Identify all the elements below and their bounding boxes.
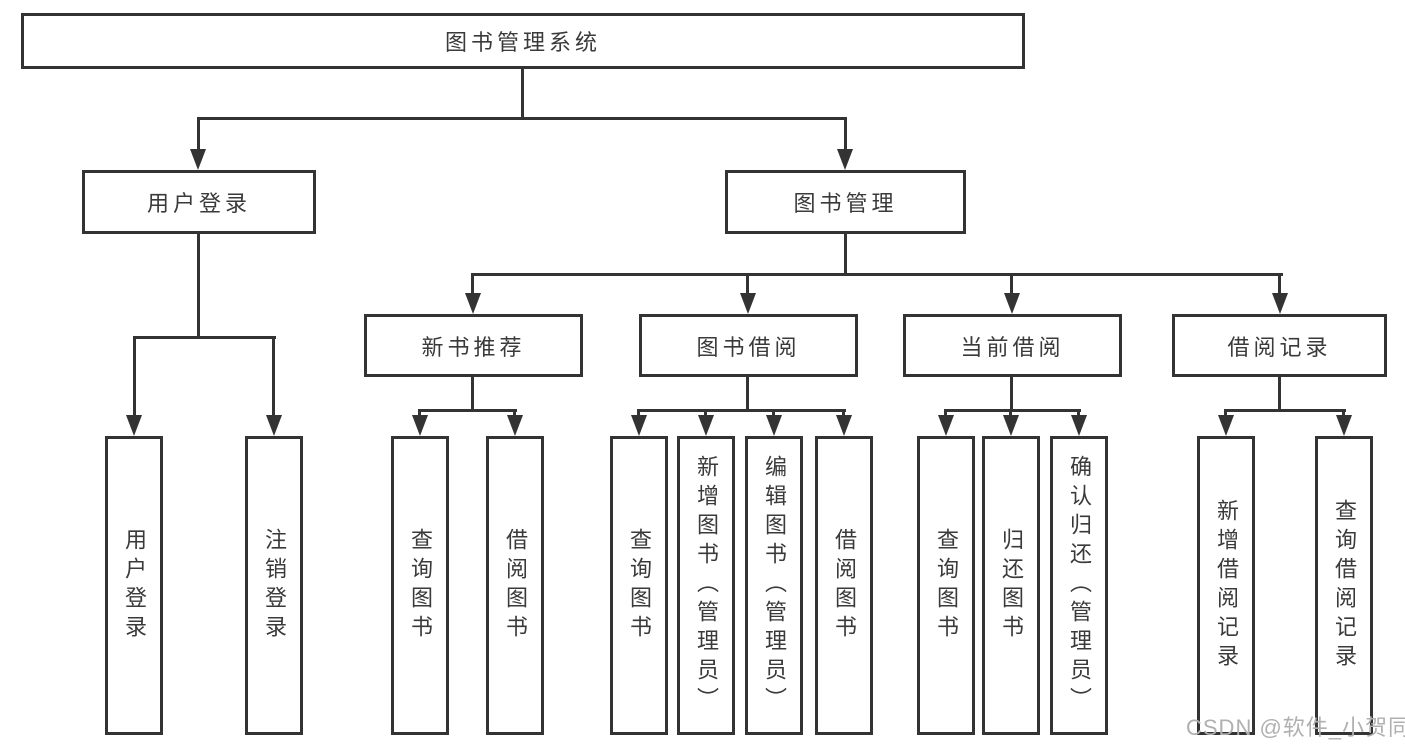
arrowhead-down-icon (836, 415, 852, 436)
leaf-label: 编辑图书（管理员） (762, 455, 787, 716)
connector-line (471, 377, 474, 412)
arrowhead-down-icon (126, 415, 142, 436)
node-book-borrowing: 图书借阅 (639, 314, 858, 377)
leaf-label: 归还图书 (999, 527, 1024, 644)
connector-line (133, 336, 136, 418)
connector-line (944, 409, 1081, 412)
node-leaf-query-book-1: 查询图书 (391, 436, 449, 735)
connector-line (1278, 273, 1281, 295)
leaf-label: 确认归还（管理员） (1067, 455, 1092, 716)
arrowhead-down-icon (507, 415, 523, 436)
connector-line (746, 377, 749, 412)
connector-line (521, 66, 524, 118)
leaf-label: 新增图书（管理员） (694, 455, 719, 716)
arrowhead-down-icon (266, 415, 282, 436)
arrowhead-down-icon (1336, 415, 1352, 436)
leaf-label: 用户登录 (122, 527, 147, 644)
arrowhead-down-icon (1004, 293, 1020, 314)
connector-line (197, 117, 200, 152)
arrowhead-down-icon (412, 415, 428, 436)
arrowhead-down-icon (938, 415, 954, 436)
node-leaf-return-book: 归还图书 (982, 436, 1040, 735)
node-leaf-query-borrow-record: 查询借阅记录 (1315, 436, 1373, 735)
connector-line (844, 234, 847, 276)
leaf-label: 借阅图书 (503, 527, 528, 644)
connector-line (1010, 273, 1013, 295)
node-leaf-confirm-return-admin: 确认归还（管理员） (1050, 436, 1108, 735)
node-leaf-add-borrow-record: 新增借阅记录 (1197, 436, 1255, 735)
connector-line (1224, 409, 1346, 412)
leaf-label: 借阅图书 (832, 527, 857, 644)
arrowhead-down-icon (190, 149, 206, 170)
node-current-borrowing: 当前借阅 (903, 314, 1122, 377)
leaf-label: 查询图书 (627, 527, 652, 644)
arrowhead-down-icon (1218, 415, 1234, 436)
connector-line (197, 234, 200, 339)
arrowhead-down-icon (465, 293, 481, 314)
connector-line (1278, 377, 1281, 412)
leaf-label: 注销登录 (262, 527, 287, 644)
node-root: 图书管理系统 (21, 13, 1025, 69)
connector-line (471, 273, 1283, 276)
connector-line (746, 273, 749, 295)
leaf-label: 查询图书 (408, 527, 433, 644)
node-leaf-user-login: 用户登录 (105, 436, 163, 735)
node-leaf-logout: 注销登录 (245, 436, 303, 735)
arrowhead-down-icon (1003, 415, 1019, 436)
node-leaf-borrow-book-2: 借阅图书 (815, 436, 873, 735)
node-leaf-add-book-admin: 新增图书（管理员） (677, 436, 735, 735)
node-leaf-query-book-3: 查询图书 (917, 436, 975, 735)
connector-line (133, 336, 276, 339)
arrowhead-down-icon (766, 415, 782, 436)
node-book-management: 图书管理 (725, 170, 966, 234)
node-borrowing-records: 借阅记录 (1172, 314, 1387, 377)
node-new-book-recommend: 新书推荐 (364, 314, 583, 377)
arrowhead-down-icon (698, 415, 714, 436)
connector-line (419, 409, 517, 412)
arrowhead-down-icon (631, 415, 647, 436)
node-leaf-borrow-book-1: 借阅图书 (486, 436, 544, 735)
leaf-label: 新增借阅记录 (1214, 498, 1239, 673)
connector-line (844, 117, 847, 152)
node-user-login: 用户登录 (82, 170, 316, 234)
arrowhead-down-icon (740, 293, 756, 314)
node-leaf-edit-book-admin: 编辑图书（管理员） (745, 436, 803, 735)
arrowhead-down-icon (1071, 415, 1087, 436)
node-leaf-query-book-2: 查询图书 (610, 436, 668, 735)
arrowhead-down-icon (1272, 293, 1288, 314)
arrowhead-down-icon (837, 149, 853, 170)
leaf-label: 查询图书 (934, 527, 959, 644)
connector-line (638, 409, 846, 412)
csdn-watermark: CSDN @软件_小贺同学 (1186, 715, 1405, 740)
connector-line (471, 273, 474, 295)
connector-line (1010, 377, 1013, 412)
connector-line (197, 117, 847, 120)
leaf-label: 查询借阅记录 (1332, 498, 1357, 673)
connector-line (272, 336, 275, 418)
